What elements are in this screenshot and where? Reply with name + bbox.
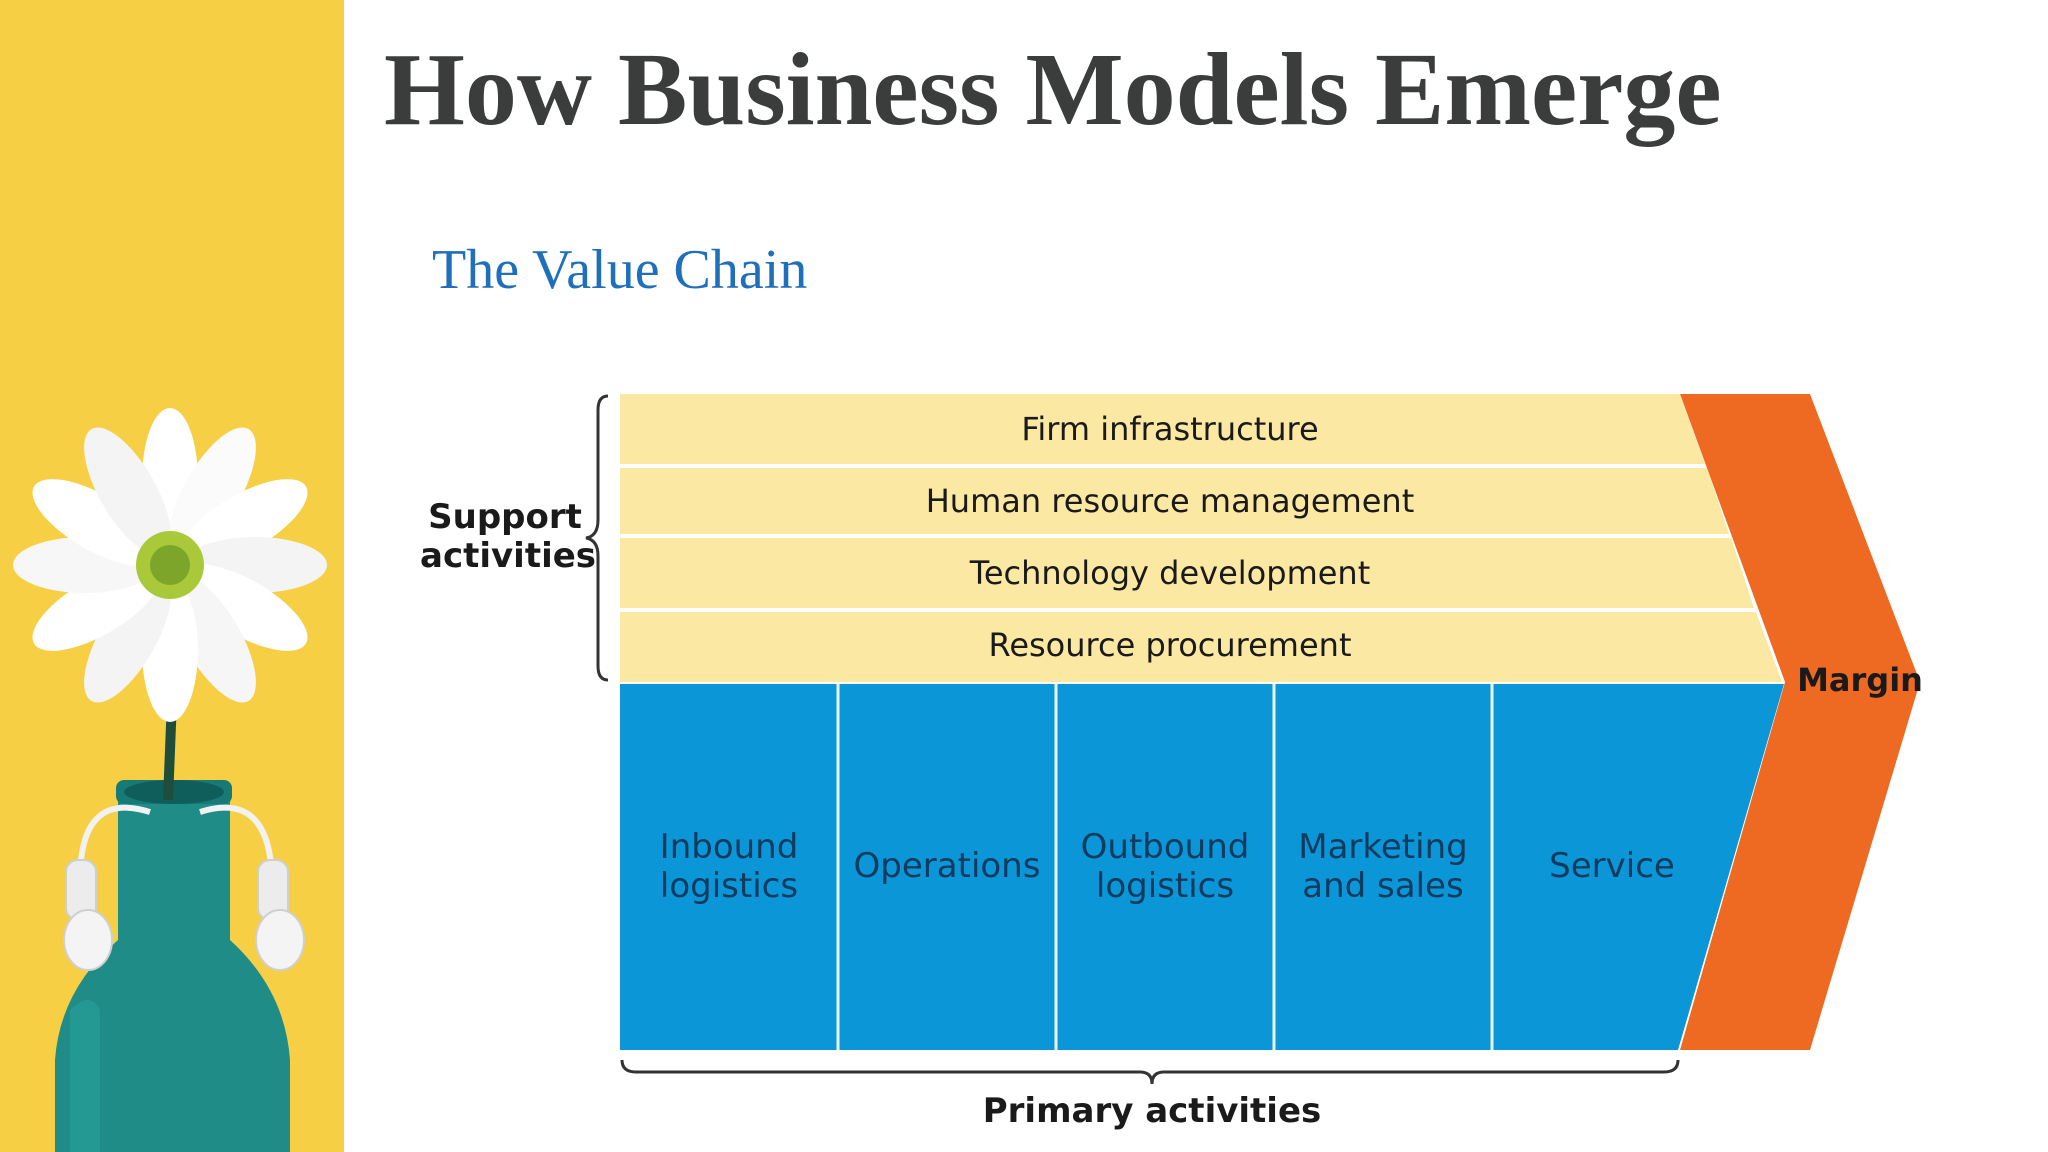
value-chain-shapes bbox=[585, 394, 1920, 1085]
primary-col-marketing-and-sales: Marketing and sales bbox=[1298, 826, 1468, 906]
support-row-human-resource-management: Human resource management bbox=[925, 481, 1415, 520]
decorative-side-panel bbox=[0, 0, 344, 1152]
support-row-shape-3 bbox=[620, 538, 1754, 608]
support-row-firm-infrastructure: Firm infrastructure bbox=[1021, 409, 1319, 448]
support-row-shape-2 bbox=[620, 468, 1729, 534]
primary-col-service: Service bbox=[1549, 846, 1675, 887]
primary-col-operations: Operations bbox=[853, 846, 1041, 887]
support-row-resource-procurement: Resource procurement bbox=[988, 625, 1352, 664]
margin-label: Margin bbox=[1797, 661, 1923, 699]
slide-title: How Business Models Emerge bbox=[384, 32, 1722, 147]
primary-bracket bbox=[620, 1059, 1680, 1085]
value-chain-diagram: Support activities Firm infrastructure H… bbox=[400, 370, 1960, 1150]
support-row-technology-development: Technology development bbox=[969, 553, 1371, 592]
primary-col-outbound-logistics: Outbound logistics bbox=[1080, 826, 1250, 906]
slide-subtitle: The Value Chain bbox=[432, 239, 808, 301]
support-bracket bbox=[585, 394, 609, 682]
support-activities-label: Support activities bbox=[420, 497, 597, 577]
primary-activities-label: Primary activities bbox=[982, 1091, 1322, 1131]
daisy-bottle-illustration bbox=[13, 408, 327, 1152]
support-row-shape-1 bbox=[620, 394, 1705, 464]
primary-col-inbound-logistics: Inbound logistics bbox=[659, 826, 799, 906]
margin-chevron bbox=[1680, 394, 1920, 1050]
support-row-shape-4 bbox=[620, 612, 1782, 682]
